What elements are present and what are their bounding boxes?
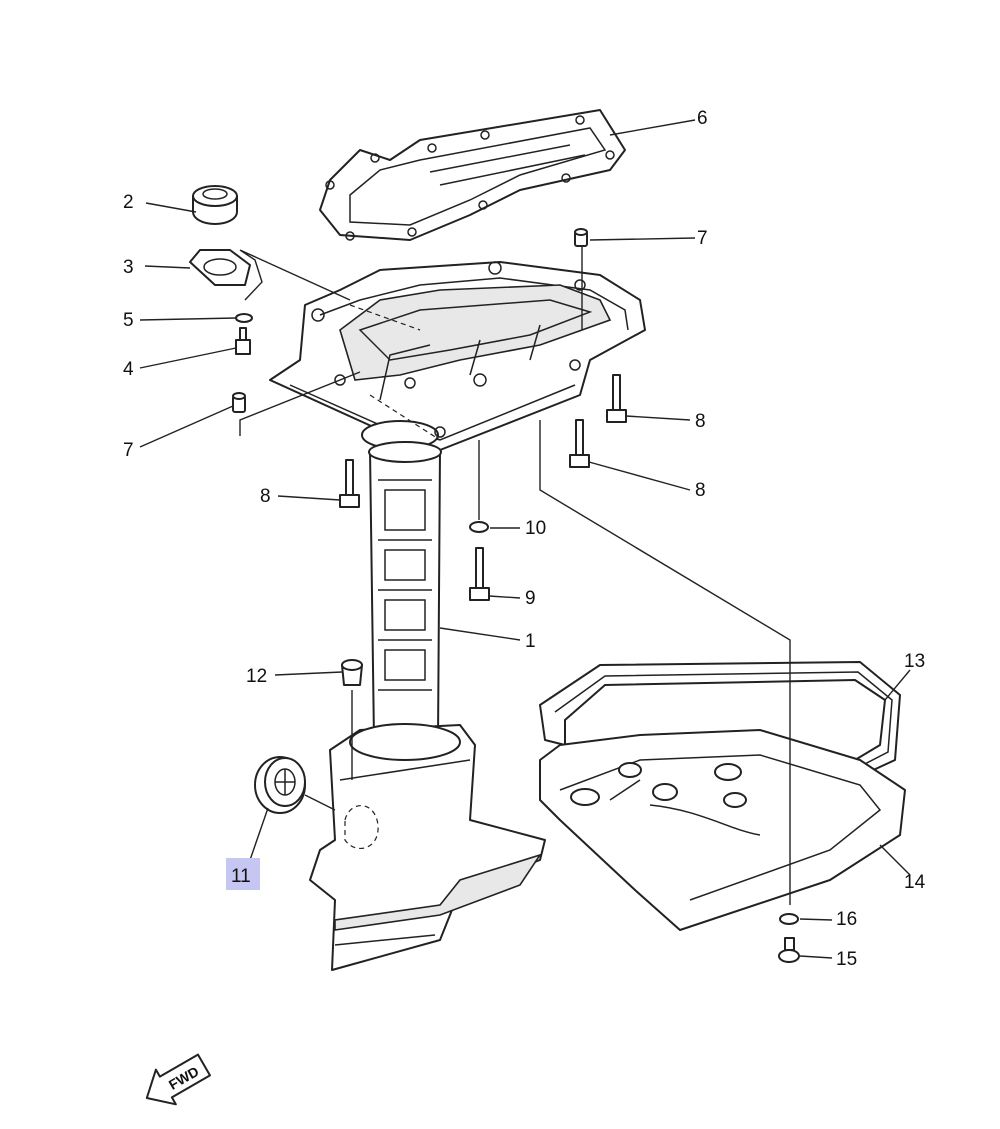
drive-shaft-housing[interactable] [309, 723, 546, 971]
part-8-bolt-left[interactable] [339, 459, 360, 508]
callout-15[interactable]: 15 [836, 949, 857, 970]
upper-casing[interactable] [269, 261, 646, 451]
callout-6[interactable]: 6 [697, 108, 708, 129]
callout-1[interactable]: 1 [525, 631, 536, 652]
part-9-bolt[interactable] [469, 547, 490, 601]
selected-part-highlight [226, 858, 260, 890]
part-7-dowel-right[interactable] [574, 228, 588, 247]
callout-10[interactable]: 10 [525, 518, 546, 539]
callout-8-upper[interactable]: 8 [695, 411, 706, 432]
callout-4[interactable]: 4 [123, 359, 134, 380]
callout-11[interactable]: 11 [231, 866, 251, 887]
callout-2[interactable]: 2 [123, 192, 134, 213]
callout-12[interactable]: 12 [246, 666, 267, 687]
callout-16[interactable]: 16 [836, 909, 857, 930]
part-7-dowel-left[interactable] [232, 392, 246, 413]
part-3-gasket[interactable] [189, 249, 251, 286]
part-8-bolt-middle-right[interactable] [569, 419, 590, 468]
fwd-arrow-icon: FWD [145, 1053, 211, 1106]
part-15-bolt[interactable] [778, 937, 800, 963]
part-14-tray[interactable] [539, 729, 906, 931]
callout-9[interactable]: 9 [525, 588, 536, 609]
part-6-gasket[interactable] [319, 109, 626, 241]
leader-lines [139, 119, 911, 959]
part-1-exhaust-pipe[interactable] [368, 441, 442, 741]
part-2-plug[interactable] [192, 185, 238, 225]
part-8-bolt-upper-right[interactable] [606, 374, 627, 423]
part-4-bolt[interactable] [235, 327, 251, 355]
callouts: 2 3 5 4 7 6 7 8 8 8 10 9 1 12 11 13 14 1… [123, 108, 926, 970]
callout-3[interactable]: 3 [123, 257, 134, 278]
part-12-plug[interactable] [341, 659, 363, 686]
part-16-washer[interactable] [779, 913, 799, 925]
callout-13[interactable]: 13 [904, 651, 925, 672]
part-5-washer[interactable] [235, 313, 253, 323]
part-11-grommet[interactable] [254, 756, 306, 814]
callout-8-left[interactable]: 8 [260, 486, 271, 507]
callout-7-left[interactable]: 7 [123, 440, 134, 461]
callout-5[interactable]: 5 [123, 310, 134, 331]
part-10-washer[interactable] [469, 521, 489, 533]
callout-8-middle[interactable]: 8 [695, 480, 706, 501]
callout-7-right[interactable]: 7 [697, 228, 708, 249]
callout-14[interactable]: 14 [904, 872, 926, 893]
